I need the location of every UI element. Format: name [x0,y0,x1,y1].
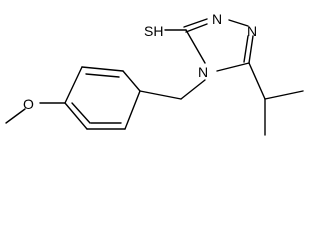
atom-label-sh: SH [144,23,163,39]
bond-n4-ch2 [180,79,206,100]
atom-label-o: O [23,96,34,112]
bond-n1-c5-double [243,35,249,63]
atom-label-n-4: N [198,64,208,80]
bond-ar-c2-c3 [81,66,124,72]
bond-ar-c1-c2 [122,70,141,92]
bond-ar-c2-c3-inner [85,73,120,78]
atom-label-n-top: N [212,11,222,27]
bond-n1-c5 [248,35,254,64]
bond-o-me [5,108,26,124]
molecule-diagram: SH N N N O [5,11,304,136]
bond-c5-n4 [216,62,250,72]
bond-ar-c4-c5 [64,102,88,130]
bond-c5-ch [248,62,266,100]
bond-n4-c3 [185,29,206,64]
bond-ar-c4-c5-inner [71,102,91,124]
bond-ar-c3-c4 [64,66,83,104]
bond-ar-c6-c1 [124,90,141,130]
bond-ch-me1 [264,90,304,100]
bond-c3-n2 [183,18,208,28]
bond-c3-n2-double [185,23,208,33]
atom-label-n-right: N [247,23,257,39]
bond-n2-n1 [228,19,249,27]
structure-canvas: SH N N N O [5,11,304,136]
bond-ch2-ring [139,90,182,100]
